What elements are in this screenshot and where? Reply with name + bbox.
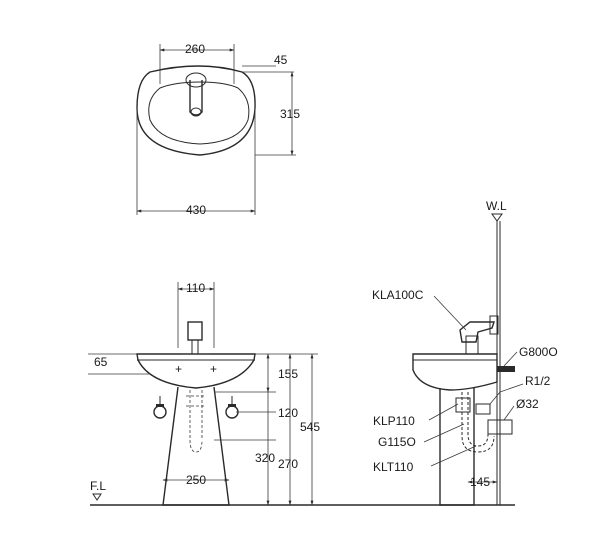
- front-view: F.L + + 110 65: [88, 281, 515, 506]
- pedestal-side: [439, 388, 475, 506]
- faucet-top: [189, 80, 203, 116]
- waste-pipe-outlet: [487, 419, 513, 435]
- faucet-side: [459, 321, 495, 343]
- dim-155: 155: [278, 367, 298, 381]
- svg-text:+: +: [210, 362, 217, 376]
- dim-430: 430: [186, 203, 206, 217]
- floor-level-marker: [92, 493, 102, 501]
- label-klt110: KLT110: [373, 460, 414, 474]
- dim-65: 65: [94, 355, 108, 369]
- label-r12: R1/2: [525, 374, 551, 388]
- basin-outline-top: [136, 65, 256, 156]
- basin-front: [136, 353, 256, 389]
- top-view: 260 45 315 430: [136, 42, 300, 217]
- water-level-label: W.L: [486, 199, 507, 213]
- label-g800o: G800O: [519, 345, 558, 359]
- angle-valve: [497, 366, 515, 372]
- floor-label: F.L: [90, 479, 106, 493]
- dim-145: 145: [470, 475, 490, 489]
- dim-45: 45: [274, 53, 288, 67]
- label-g115o: G115O: [378, 435, 416, 449]
- tap-hole-top: [185, 72, 207, 88]
- dim-250: 250: [186, 473, 206, 487]
- dim-260: 260: [185, 42, 205, 56]
- dim-315: 315: [280, 107, 300, 121]
- label-diameter-32: Ø32: [516, 397, 539, 411]
- dim-270: 270: [278, 457, 298, 471]
- basin-side: [412, 353, 498, 391]
- label-klp110: KLP110: [373, 414, 415, 428]
- dim-120: 120: [278, 406, 298, 420]
- side-view: W.L KLA100C G800O R1/2 Ø32 KLP110 G1: [372, 199, 558, 506]
- dim-110: 110: [186, 281, 205, 295]
- bowl-inner-top: [148, 81, 250, 145]
- dim-545: 545: [300, 420, 320, 434]
- label-kla100c: KLA100C: [372, 288, 424, 302]
- faucet-front: [187, 321, 203, 341]
- dim-320: 320: [255, 451, 275, 465]
- left-valve: [153, 405, 167, 419]
- pedestal-front: [162, 386, 230, 506]
- water-level-marker: [491, 213, 503, 222]
- svg-text:+: +: [175, 362, 182, 376]
